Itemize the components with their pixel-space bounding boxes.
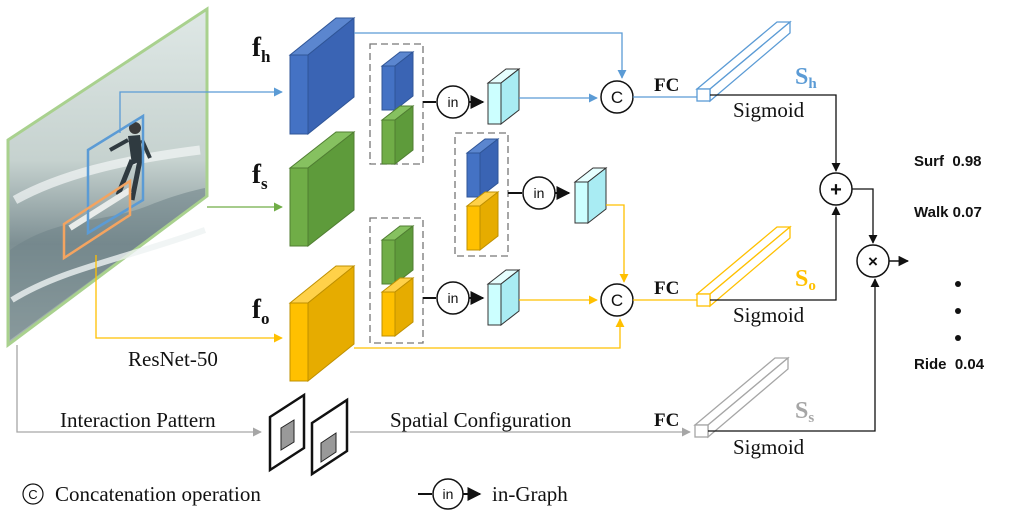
feature-human-label: fh — [252, 32, 271, 66]
feature-object-cube — [288, 264, 356, 383]
ellipsis-dot — [955, 335, 961, 341]
in-graph-node-bottom-label: in — [448, 290, 459, 306]
interaction-pattern-maps — [268, 392, 349, 477]
sigmoid-label-human: Sigmoid — [733, 98, 805, 122]
score-ride: Ride 0.04 — [914, 356, 985, 373]
fc-prism-human — [695, 20, 792, 103]
fc-prism-object — [695, 225, 792, 308]
small-cube-object — [380, 276, 415, 338]
object-feature-skip — [354, 318, 625, 349]
fc-label-spatial: FC — [654, 410, 679, 431]
human-feature-skip — [354, 32, 627, 79]
stream-human-label: Sh — [795, 64, 817, 92]
legend-concat-text: Concatenation operation — [55, 482, 261, 506]
in-graph-node-top-label: in — [448, 94, 459, 110]
score-surf: Surf 0.98 — [914, 153, 982, 170]
human-roi-arrow — [119, 87, 283, 133]
feature-human-cube — [288, 16, 356, 136]
legend-in-symbol: in — [443, 486, 454, 502]
object-roi-arrow — [95, 255, 283, 343]
legend: C Concatenation operation in in-Graph — [22, 478, 568, 510]
spatial-configuration-label: Spatial Configuration — [390, 408, 572, 432]
legend-in-graph-text: in-Graph — [492, 482, 568, 506]
object-bounding-box — [62, 178, 132, 261]
interaction-pattern-label: Interaction Pattern — [60, 408, 216, 432]
score-walk: Walk 0.07 — [914, 204, 982, 221]
feature-object-label: fo — [252, 294, 270, 328]
legend-concat-symbol: C — [28, 487, 37, 502]
small-cube-human — [380, 50, 415, 112]
sigmoid-label-object: Sigmoid — [733, 303, 805, 327]
feature-scene-label: fs — [252, 159, 268, 193]
feature-scene-cube — [288, 130, 356, 248]
stream-spatial-label: Ss — [795, 398, 814, 426]
image-to-feature-arrows — [95, 87, 283, 343]
fc-prism-spatial — [693, 356, 790, 439]
fc-label-object: FC — [654, 278, 679, 299]
human-bounding-box — [86, 113, 145, 236]
product-node-label: × — [868, 252, 878, 271]
graph-output-top — [486, 67, 521, 126]
input-image — [6, 6, 209, 348]
small-cube-scene — [380, 104, 415, 166]
sum-node-label: + — [830, 179, 842, 201]
backbone-label: ResNet-50 — [128, 347, 218, 371]
small-cube-human — [465, 137, 500, 199]
sigmoid-label-spatial: Sigmoid — [733, 435, 805, 459]
concat-node-human-label: C — [611, 88, 623, 107]
legend-concat-icon — [22, 483, 44, 505]
concat-node-object-label: C — [611, 291, 623, 310]
graph-block-human-scene — [369, 43, 424, 166]
graph-block-scene-object — [369, 217, 424, 344]
stream-object-label: So — [795, 266, 816, 294]
in-graph-node-middle-label: in — [534, 185, 545, 201]
graph-output-bottom — [486, 268, 521, 327]
ellipsis-dot — [955, 281, 961, 287]
fc-label-human: FC — [654, 75, 679, 96]
ellipsis-dot — [955, 308, 961, 314]
surfboard — [68, 187, 132, 231]
small-cube-object — [465, 190, 500, 252]
interaction-pattern-arrow — [16, 345, 262, 437]
graph-output-middle — [573, 166, 608, 225]
graph-block-human-object — [454, 132, 509, 257]
small-cube-scene — [380, 224, 415, 286]
